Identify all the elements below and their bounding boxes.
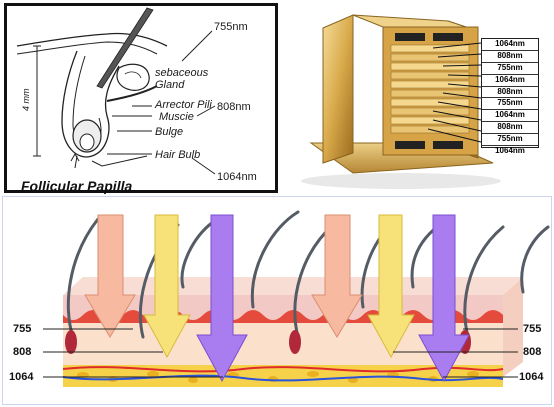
wavelength-legend-box: 1064nm 808nm 755nm 1064nm 808nm 755nm 10…: [481, 38, 539, 155]
wavelength-label: 755nm: [482, 63, 538, 75]
depth-label-left: 755: [13, 323, 32, 335]
arrow-1064: [196, 214, 470, 383]
wavelength-label: 1064nm: [482, 110, 538, 123]
arrow-808: [143, 214, 415, 359]
label-bulge: Bulge: [155, 126, 184, 138]
depth-label-left: 808: [13, 346, 32, 358]
wavelength-label: 1064nm: [482, 39, 538, 51]
diode-bars: [390, 44, 470, 134]
label-hair-bulb: Hair Bulb: [155, 149, 201, 161]
follicle-illustration: [16, 7, 216, 175]
laser-diode-stack-image: [301, 14, 501, 189]
label-muscle: Muscie: [159, 111, 194, 123]
wavelength-label: 1064nm: [482, 75, 538, 87]
skin-cross-section: [43, 210, 550, 387]
wavelength-label: 755nm: [482, 134, 538, 147]
depth-label-right: 755: [523, 323, 542, 335]
follicle-diagram-panel: 755nm sebaceous Gland 808nm Arrector Pil…: [4, 3, 278, 194]
depth-label-right: 1064: [519, 371, 544, 383]
label-sebaceous: sebaceous: [155, 67, 209, 79]
wavelength-label: 808nm: [482, 87, 538, 99]
skin-penetration-panel: 755 808 1064 755 808 1064: [2, 196, 552, 405]
depth-label-left: 1064: [9, 371, 34, 383]
laser-chip-panel: [283, 3, 551, 193]
label-follicular-papilla: Follicular Papilla: [21, 178, 133, 194]
label-arrector-pili: Arrector Pili: [155, 99, 212, 111]
label-4mm: 4 mm: [21, 88, 31, 112]
wavelength-label: 808nm: [482, 122, 538, 135]
label-808nm: 808nm: [217, 101, 251, 113]
label-755nm: 755nm: [214, 21, 248, 33]
wavelength-label: 1064nm: [495, 146, 525, 156]
wavelength-label: 755nm: [482, 98, 538, 111]
arrow-755: [84, 214, 363, 338]
label-1064nm: 1064nm: [217, 171, 257, 183]
depth-label-right: 808: [523, 346, 542, 358]
label-gland: Gland: [155, 79, 185, 91]
wavelength-label: 808nm: [482, 51, 538, 63]
